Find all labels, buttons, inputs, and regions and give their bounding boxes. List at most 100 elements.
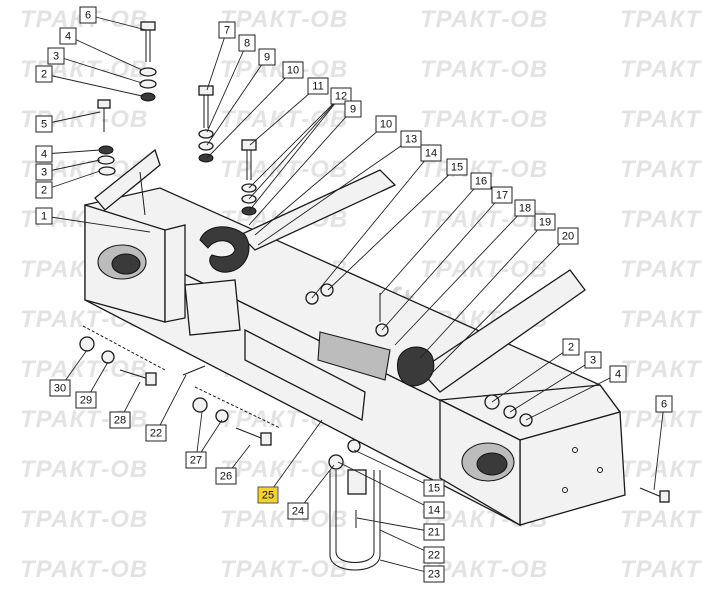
callout-box — [534, 213, 556, 231]
callout-27[interactable]: 27 — [185, 451, 207, 469]
callout-4[interactable]: 4 — [609, 365, 627, 383]
callout-23[interactable]: 23 — [423, 565, 445, 583]
callout-number: 2 — [41, 185, 47, 197]
callout-number: 21 — [428, 527, 440, 539]
callout-10[interactable]: 10 — [282, 61, 304, 79]
callout-number: 9 — [264, 52, 270, 64]
callout-box — [47, 47, 65, 65]
callout-6[interactable]: 6 — [79, 6, 97, 24]
callout-box — [655, 395, 673, 413]
callout-24[interactable]: 24 — [287, 502, 309, 520]
callout-number: 4 — [615, 369, 621, 381]
callout-5[interactable]: 5 — [35, 115, 53, 133]
leader-line — [248, 95, 342, 189]
callout-15[interactable]: 15 — [423, 479, 445, 497]
right-tow-hook — [397, 346, 435, 387]
left-tow-hook — [199, 226, 250, 273]
callout-3[interactable]: 3 — [47, 47, 65, 65]
callout-11[interactable]: 11 — [307, 77, 329, 95]
callout-30[interactable]: 30 — [49, 379, 71, 397]
callout-number: 2 — [41, 69, 47, 81]
watermark-text: ТРАКТ-ОВ — [620, 356, 702, 383]
callout-12[interactable]: 12 — [330, 87, 352, 105]
watermark-text: ТРАКТ-ОВ — [620, 256, 702, 283]
watermark-text: ТРАКТ-ОВ — [620, 106, 702, 133]
callout-number: 20 — [562, 231, 574, 243]
callout-box — [35, 145, 53, 163]
callout-box — [185, 451, 207, 469]
leader-line — [254, 123, 387, 236]
callout-number: 23 — [428, 569, 440, 581]
watermark-text: ТРАКТ-ОВ — [420, 106, 548, 133]
leader-line — [87, 14, 147, 31]
callout-number: 15 — [428, 483, 440, 495]
callout-9[interactable]: 9 — [344, 100, 362, 118]
callout-number: 10 — [287, 65, 299, 77]
callout-2[interactable]: 2 — [35, 181, 53, 199]
callout-box — [446, 158, 468, 176]
callout-box — [35, 163, 53, 181]
u-bolt — [329, 470, 381, 571]
callout-4[interactable]: 4 — [59, 27, 77, 45]
callout-18[interactable]: 18 — [514, 199, 536, 217]
callout-6[interactable]: 6 — [655, 395, 673, 413]
callout-number: 4 — [41, 149, 47, 161]
watermark-text: ТРАКТ-ОВ — [220, 6, 348, 33]
callout-box — [75, 391, 97, 409]
leader-line — [55, 55, 143, 84]
bolt-22 — [182, 365, 206, 376]
front-beam-assembly — [79, 21, 670, 571]
callout-box — [470, 172, 492, 190]
callout-7[interactable]: 7 — [218, 21, 236, 39]
callout-19[interactable]: 19 — [534, 213, 556, 231]
leader-line — [491, 346, 572, 403]
callout-box — [282, 61, 304, 79]
leader-line — [43, 111, 101, 125]
leader-line — [381, 194, 503, 331]
callout-number: 3 — [590, 355, 596, 367]
callout-8[interactable]: 8 — [238, 34, 256, 52]
callout-28[interactable]: 28 — [109, 411, 131, 429]
callout-22[interactable]: 22 — [423, 546, 445, 564]
callout-20[interactable]: 20 — [557, 227, 579, 245]
callout-box — [420, 144, 442, 162]
callout-box — [423, 523, 445, 541]
watermark-text: ТРАКТ-ОВ — [220, 456, 348, 483]
callout-22[interactable]: 22 — [145, 424, 167, 442]
callout-4[interactable]: 4 — [35, 145, 53, 163]
callout-number: 6 — [85, 10, 91, 22]
callout-17[interactable]: 17 — [491, 186, 513, 204]
callout-2[interactable]: 2 — [562, 338, 580, 356]
leader-line — [155, 374, 187, 434]
callout-3[interactable]: 3 — [35, 163, 53, 181]
callout-16[interactable]: 16 — [470, 172, 492, 190]
watermark-text: ТРАКТ-ОВ — [20, 456, 148, 483]
callout-29[interactable]: 29 — [75, 391, 97, 409]
callout-1[interactable]: 1 — [35, 207, 53, 225]
callout-box — [423, 565, 445, 583]
callout-21[interactable]: 21 — [423, 523, 445, 541]
watermark-text: ТРАКТ-ОВ — [420, 6, 548, 33]
leader-line — [248, 95, 342, 212]
callout-number: 2 — [568, 342, 574, 354]
callout-14[interactable]: 14 — [420, 144, 442, 162]
callout-9[interactable]: 9 — [258, 48, 276, 66]
callout-15[interactable]: 15 — [446, 158, 468, 176]
frame-rail-right — [419, 269, 586, 393]
callout-box — [423, 546, 445, 564]
callout-25-highlighted[interactable]: 25 — [257, 486, 279, 504]
watermark-text: ТРАКТ-ОВ — [420, 256, 548, 283]
watermark-text: ТРАКТ-ОВ — [620, 306, 702, 333]
callout-14[interactable]: 14 — [423, 501, 445, 519]
callout-2[interactable]: 2 — [35, 65, 53, 83]
callout-3[interactable]: 3 — [584, 351, 602, 369]
leader-line — [653, 403, 665, 491]
watermark-text: ТРАКТ-ОВ — [220, 506, 348, 533]
bolt-stack-left — [97, 21, 157, 176]
callout-10[interactable]: 10 — [375, 115, 397, 133]
callout-26[interactable]: 26 — [215, 467, 237, 485]
callout-13[interactable]: 13 — [400, 130, 422, 148]
callout-box — [79, 6, 97, 24]
callout-number: 18 — [519, 203, 531, 215]
